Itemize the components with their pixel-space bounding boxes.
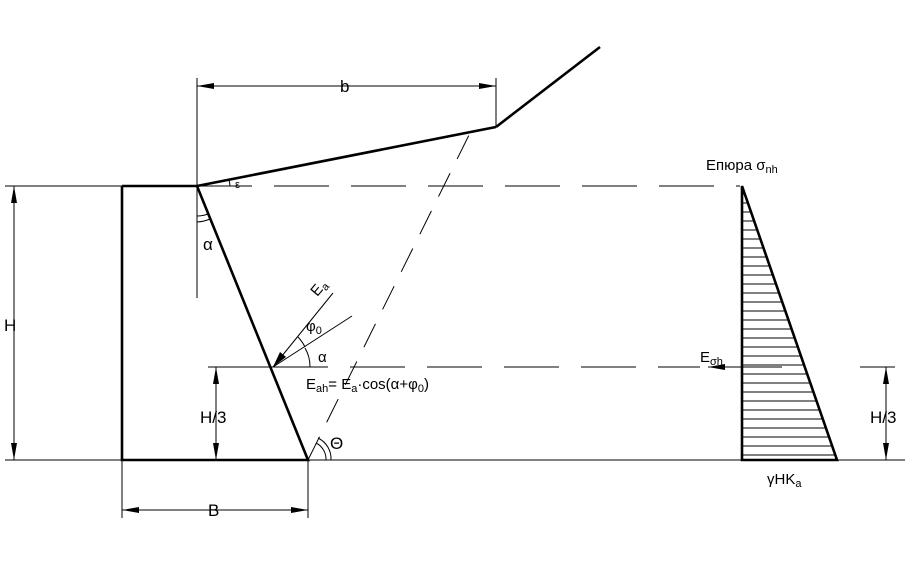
label-epsilon: ε bbox=[235, 179, 240, 191]
label-gammaHKa: γHKa bbox=[767, 471, 802, 490]
pressure-hatching bbox=[742, 193, 836, 456]
label-Esh: Eσh bbox=[700, 349, 723, 368]
label-B: B bbox=[208, 501, 219, 520]
label-H3-left: H/3 bbox=[200, 408, 226, 427]
phi-arc bbox=[297, 336, 306, 348]
dim-B-arrow-left bbox=[122, 507, 139, 513]
alpha-top-arc-1 bbox=[196, 213, 209, 217]
dim-H3-right-arrow-top bbox=[883, 367, 889, 384]
force-Esh-arrowhead bbox=[708, 364, 725, 370]
pressure-triangle bbox=[740, 185, 839, 462]
pressure-diagram: Епюра σnh Eσh γHKa bbox=[700, 157, 839, 490]
label-H3-right: H/3 bbox=[870, 408, 896, 427]
alpha-top-arc-2 bbox=[196, 218, 211, 223]
dimension-H: H bbox=[4, 186, 17, 460]
dimension-B: B bbox=[121, 460, 309, 520]
slip-plane-dashed bbox=[307, 132, 471, 461]
label-b: b bbox=[340, 77, 349, 96]
backfill-surface bbox=[196, 45, 601, 188]
dimension-H3-right: H/3 bbox=[837, 366, 896, 461]
backfill-upper-slope-line bbox=[495, 45, 601, 129]
backfill-slope-line bbox=[196, 125, 497, 188]
dimension-b: b bbox=[196, 77, 497, 186]
dim-H-arrow-top bbox=[11, 186, 17, 203]
dim-H3-right-arrow-bottom bbox=[883, 443, 889, 460]
force-Ea-arrowhead bbox=[273, 352, 286, 367]
label-H: H bbox=[4, 316, 16, 335]
dim-b-arrow-right bbox=[479, 83, 496, 89]
dim-H-arrow-bottom bbox=[11, 443, 17, 460]
label-theta: Θ bbox=[330, 434, 343, 453]
dimension-H3-left: H/3 bbox=[200, 367, 226, 460]
alpha-mid-arc bbox=[304, 347, 311, 368]
label-alpha-mid: α bbox=[318, 349, 327, 366]
theta-arc-2 bbox=[317, 437, 332, 461]
wall-normal-line bbox=[272, 315, 353, 368]
force-Ea: Ea φ0 α bbox=[272, 276, 353, 368]
dim-H3-left-arrow-bottom bbox=[213, 443, 219, 460]
label-Ea: Ea bbox=[307, 276, 332, 301]
theta-arc-1 bbox=[315, 442, 327, 461]
dim-H3-left-arrow-top bbox=[213, 367, 219, 384]
label-Eah: Eah= Ea·cos(α+φ0) bbox=[306, 376, 429, 395]
label-epura-title: Епюра σnh bbox=[706, 157, 778, 176]
dim-b-arrow-left bbox=[197, 83, 214, 89]
label-phi0: φ0 bbox=[306, 318, 322, 337]
epsilon-arc bbox=[228, 179, 231, 187]
dim-B-arrow-right bbox=[291, 507, 308, 513]
label-alpha-top: α bbox=[203, 235, 213, 254]
